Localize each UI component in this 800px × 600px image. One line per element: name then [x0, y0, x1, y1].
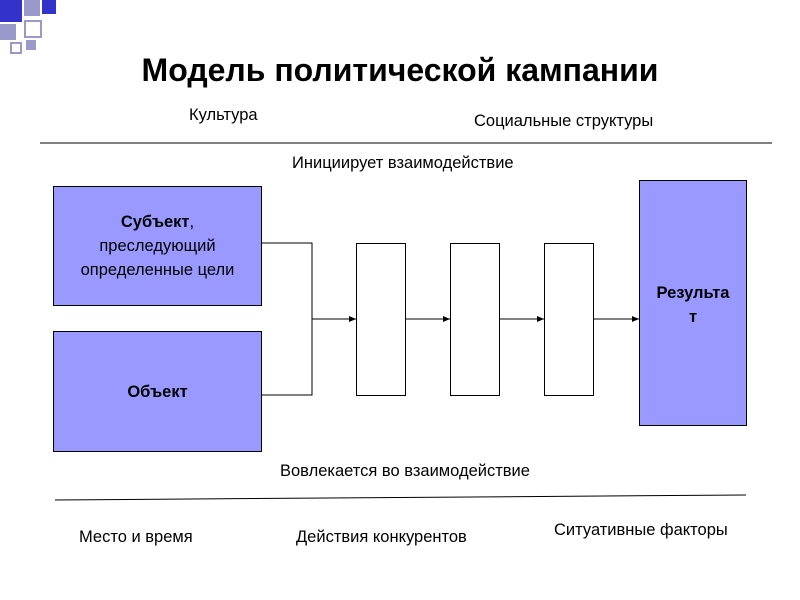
process-step-2 [450, 243, 500, 396]
subject-line-2: преследующий [99, 237, 216, 255]
object-label: Объект [127, 382, 188, 401]
label-involved-in-interaction: Вовлекается во взаимодействие [280, 462, 530, 480]
page-title: Модель политической кампании [141, 52, 659, 88]
result-box: Результа т [639, 180, 747, 426]
label-culture: Культура [189, 106, 258, 124]
label-competitor-actions: Действия конкурентов [296, 528, 467, 546]
bottom-divider-line [54, 494, 747, 501]
result-line-2: т [688, 308, 698, 326]
subject-line-3: определенные цели [80, 261, 235, 279]
label-social-structures: Социальные структуры [474, 112, 654, 130]
object-box: Объект [53, 331, 262, 452]
subject-title: Субъект [120, 213, 190, 231]
label-place-and-time: Место и время [79, 528, 193, 546]
label-situational-factors: Ситуативные факторы [554, 521, 728, 539]
subject-box: Субъект, преследующий определенные цели [53, 186, 262, 306]
label-initiates-interaction: Инициирует взаимодействие [292, 154, 514, 172]
subject-connector [262, 242, 313, 396]
subject-comma: , [189, 213, 195, 231]
process-step-3 [544, 243, 594, 396]
process-step-1 [356, 243, 406, 396]
result-line-1: Результа [656, 284, 730, 302]
